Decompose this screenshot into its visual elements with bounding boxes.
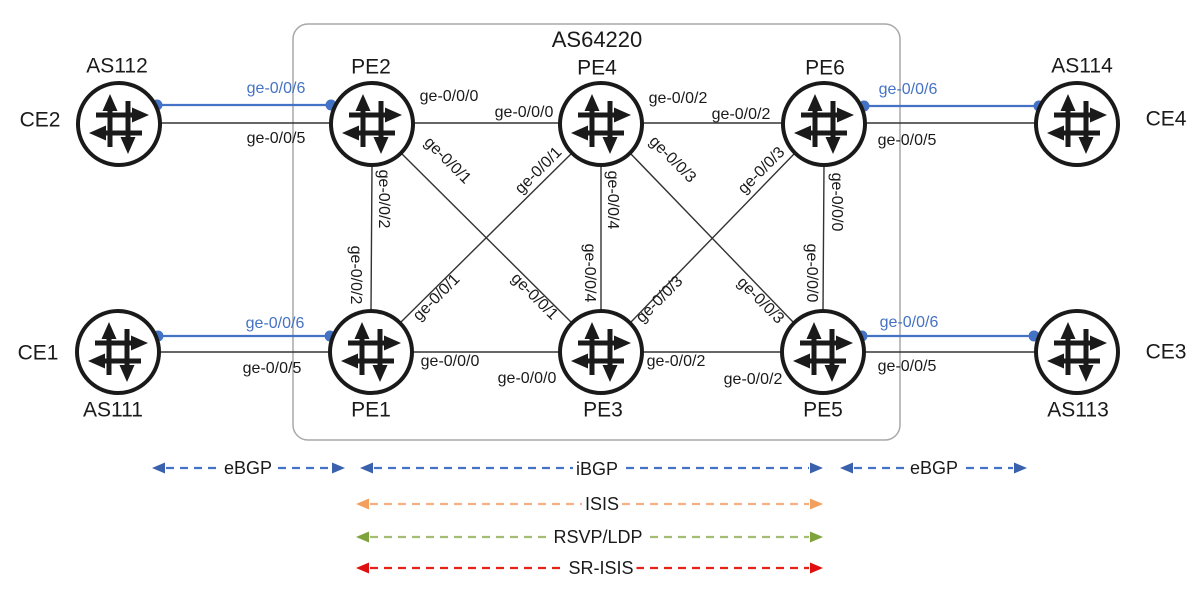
router-ce1 [77,311,159,393]
if-label-pe4-pe3-at-pe4: ge-0/0/4 [604,170,621,230]
if-label-pe4-pe6-at-pe4: ge-0/0/2 [648,90,708,107]
if-label-pe2-pe1-at-pe2: ge-0/0/2 [375,169,392,229]
node-label-pe6: PE6 [805,56,845,80]
if-label-pe4-pe6-at-pe6: ge-0/0/2 [711,106,771,123]
node-label-ce4: CE4 [1145,107,1187,131]
if-label-ce1-pe1-black: ge-0/0/5 [242,360,302,377]
as-label-as112: AS112 [86,54,148,78]
legend-label-rsvp-ldp: RSVP/LDP [550,528,646,546]
legend-label-ebgp-right: eBGP [906,459,962,477]
link-pe3-pe6 [629,152,796,324]
legend-sr-isis-arrow [356,562,823,574]
if-label-pe5-ce3-blue: ge-0/0/6 [879,314,939,331]
node-label-pe1: PE1 [351,398,391,422]
router-ce2 [78,83,160,165]
as-label-as113: AS113 [1047,398,1109,422]
if-label-pe6-pe5-at-pe6: ge-0/0/0 [828,172,845,232]
legend-label-isis: ISIS [581,495,623,513]
legend-label-sr-isis: SR-ISIS [565,559,637,577]
as64220-title: AS64220 [551,27,643,52]
if-label-pe6-ce4-blue: ge-0/0/6 [878,81,938,98]
router-pe3 [560,311,642,393]
node-label-ce3: CE3 [1145,340,1187,364]
router-pe5 [782,311,864,393]
link-pe2-pe1 [370,164,373,312]
if-label-pe6-ce4-black: ge-0/0/5 [877,132,937,149]
node-label-pe4: PE4 [577,56,617,80]
legend-ebgp-right-arrow [840,462,1027,474]
legend-isis-arrow [356,498,823,510]
legend-label-ebgp-left: eBGP [220,459,276,477]
if-label-pe2-pe4-at-pe2: ge-0/0/0 [419,88,479,105]
node-label-ce2: CE2 [19,108,61,132]
as64220-boundary-box [292,23,901,441]
if-label-pe3-pe5-at-pe3: ge-0/0/2 [646,353,706,370]
router-pe1 [330,311,412,393]
if-label-pe2-pe1-at-pe1: ge-0/0/2 [347,245,364,305]
link-pe1-pe4 [399,152,573,324]
node-label-ce1: CE1 [17,341,59,365]
if-label-pe2-pe4-at-pe4: ge-0/0/0 [494,104,554,121]
if-label-ce1-pe1-blue: ge-0/0/6 [245,315,305,332]
router-pe4 [560,83,642,165]
legend-label-ibgp: iBGP [572,460,622,478]
if-label-pe1-pe3-at-pe1: ge-0/0/0 [420,353,480,370]
router-ce3 [1036,311,1118,393]
router-pe2 [331,83,413,165]
if-label-pe3-pe5-at-pe5: ge-0/0/2 [723,371,783,388]
if-label-pe6-pe5-at-pe5: ge-0/0/0 [803,243,820,303]
node-label-pe3: PE3 [583,398,623,422]
legend-rsvp-ldp-arrow [356,531,823,543]
link-pe6-pe5 [822,164,825,312]
node-label-pe5: PE5 [803,398,843,422]
legend-ebgp-left-arrow [152,462,345,474]
node-label-pe2: PE2 [351,55,391,79]
router-ce4 [1036,83,1118,165]
if-label-ce2-pe2-blue: ge-0/0/6 [246,80,306,97]
if-label-pe4-pe3-at-pe3: ge-0/0/4 [581,243,598,303]
as-label-as111: AS111 [83,398,143,422]
router-pe6 [783,83,865,165]
if-label-pe5-ce3-black: ge-0/0/5 [877,358,937,375]
as-label-as114: AS114 [1051,54,1113,78]
if-label-ce2-pe2-black: ge-0/0/5 [246,130,306,147]
if-label-pe1-pe3-at-pe3: ge-0/0/0 [497,370,557,387]
